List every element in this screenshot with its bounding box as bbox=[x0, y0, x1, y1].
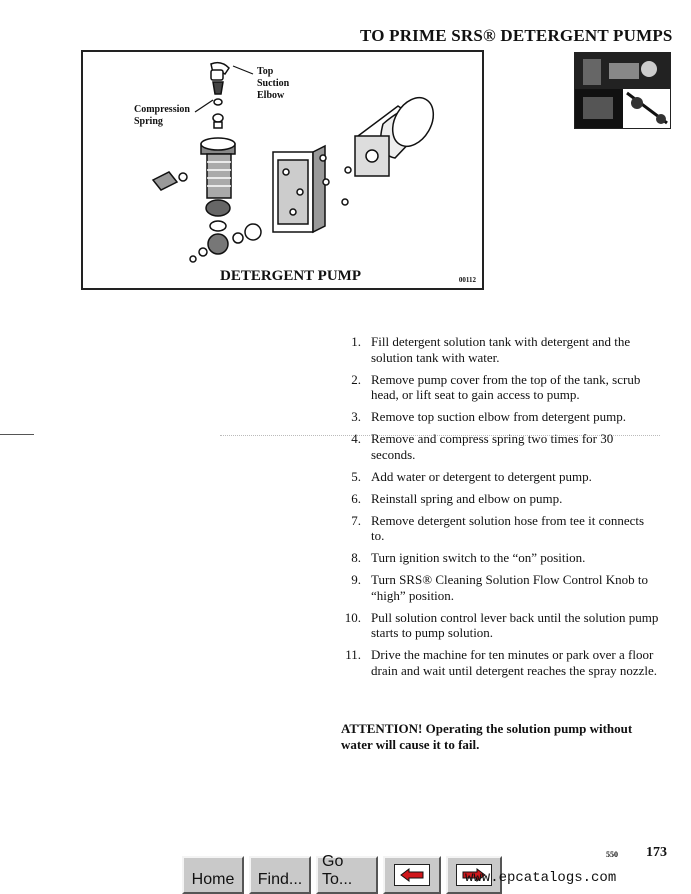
step-text: Fill detergent solution tank with deterg… bbox=[371, 334, 631, 365]
model-number: 550 bbox=[606, 850, 618, 859]
step-number: 5. bbox=[351, 468, 361, 484]
machine-operator-photo bbox=[575, 53, 670, 128]
goto-button-label: Go To... bbox=[322, 853, 353, 888]
step-text: Remove pump cover from the top of the ta… bbox=[371, 371, 641, 403]
goto-button[interactable]: Go To... bbox=[316, 853, 378, 894]
attention-warning: ATTENTION! Operating the solution pump w… bbox=[341, 721, 633, 752]
back-button[interactable] bbox=[383, 856, 441, 894]
step-text: Reinstall spring and elbow on pump. bbox=[371, 490, 563, 506]
step-text: Add water or detergent to detergent pump… bbox=[371, 468, 592, 484]
step-number: 8. bbox=[351, 550, 361, 565]
step-number: 3. bbox=[351, 409, 361, 424]
list-item: 2. Remove pump cover from the top of the … bbox=[340, 372, 660, 403]
right-arrow-icon bbox=[456, 864, 492, 886]
step-number: 11. bbox=[345, 647, 361, 662]
list-item: 3. Remove top suction elbow from detergen… bbox=[340, 409, 660, 425]
label-top-suction-elbow: Top Suction Elbow bbox=[257, 66, 289, 102]
step-text: Remove detergent solution hose from tee … bbox=[371, 512, 645, 544]
step-number: 7. bbox=[351, 512, 361, 528]
step-number: 1. bbox=[351, 334, 361, 349]
pump-exploded-diagram bbox=[151, 61, 435, 263]
list-item: 11. Drive the machine for ten minutes or … bbox=[340, 647, 660, 678]
list-item: 8. Turn ignition switch to the “on” posit… bbox=[340, 550, 660, 566]
detergent-pump-figure: Top Suction Elbow Compression Spring DET… bbox=[81, 50, 484, 290]
step-text: Remove and compress spring two times for… bbox=[371, 431, 614, 462]
scan-artifact-line bbox=[220, 435, 660, 436]
procedure-steps: 1. Fill detergent solution tank with dete… bbox=[340, 334, 660, 685]
step-number: 10. bbox=[344, 609, 361, 625]
label-line: Spring bbox=[134, 116, 163, 127]
label-line: Top bbox=[257, 66, 274, 77]
list-item: 4. Remove and compress spring two times f… bbox=[340, 431, 660, 462]
step-number: 6. bbox=[351, 490, 361, 506]
navigation-bar: Home Find... Go To... bbox=[182, 853, 502, 894]
label-line: Elbow bbox=[257, 90, 285, 101]
list-item: 5. Add water or detergent to detergent pu… bbox=[340, 469, 660, 485]
step-number: 4. bbox=[351, 431, 361, 446]
home-button-label: Home bbox=[191, 871, 235, 888]
scan-edge-mark bbox=[0, 434, 34, 435]
find-button[interactable]: Find... bbox=[249, 856, 311, 894]
list-item: 7. Remove detergent solution hose from te… bbox=[340, 513, 660, 544]
step-text: Remove top suction elbow from detergent … bbox=[371, 409, 627, 424]
list-item: 6. Reinstall spring and elbow on pump. bbox=[340, 491, 660, 507]
list-item: 1. Fill detergent solution tank with dete… bbox=[340, 334, 660, 365]
figure-caption: DETERGENT PUMP bbox=[220, 268, 361, 284]
step-text: Turn ignition switch to the “on” positio… bbox=[371, 550, 586, 565]
watermark-url: www.epcatalogs.com bbox=[465, 870, 617, 886]
forward-button[interactable] bbox=[446, 856, 502, 894]
left-arrow-icon bbox=[394, 864, 430, 886]
list-item: 10. Pull solution control lever back unti… bbox=[340, 610, 660, 641]
step-text: Drive the machine for ten minutes or par… bbox=[371, 647, 658, 678]
home-button[interactable]: Home bbox=[182, 856, 244, 894]
section-thumbnail-image bbox=[574, 52, 671, 129]
step-number: 9. bbox=[351, 572, 361, 587]
step-text: Turn SRS® Cleaning Solution Flow Control… bbox=[371, 572, 649, 603]
step-text: Pull solution control lever back until t… bbox=[371, 609, 659, 641]
figure-code: 00112 bbox=[458, 276, 476, 284]
step-number: 2. bbox=[351, 371, 361, 387]
find-button-label: Find... bbox=[257, 871, 303, 888]
page-title: TO PRIME SRS® DETERGENT PUMPS bbox=[360, 26, 673, 45]
page-number: 173 bbox=[646, 845, 667, 860]
label-compression-spring: Compression Spring bbox=[134, 104, 190, 128]
label-line: Suction bbox=[257, 78, 290, 89]
list-item: 9. Turn SRS® Cleaning Solution Flow Contr… bbox=[340, 572, 660, 603]
label-line: Compression bbox=[134, 104, 190, 115]
